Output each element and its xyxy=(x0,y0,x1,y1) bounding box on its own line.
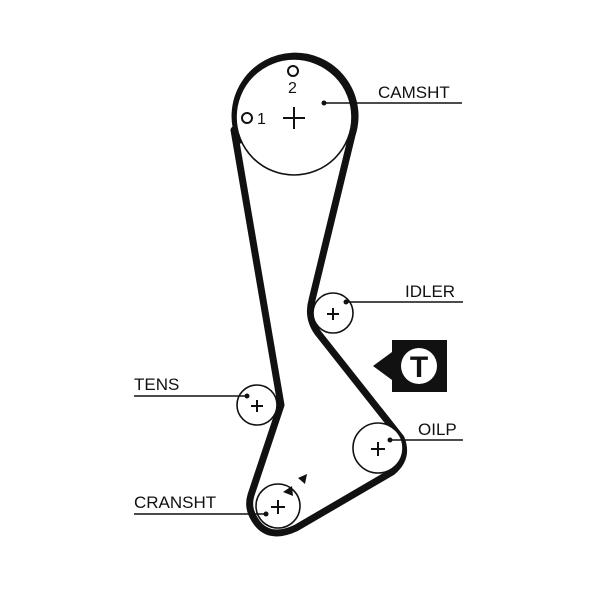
idler-callout: IDLER xyxy=(343,282,463,305)
tensioner-adjust-badge: T xyxy=(373,340,447,392)
oil-pump-label: OILP xyxy=(418,420,457,439)
camshaft-label: CAMSHT xyxy=(378,83,450,102)
idler-pulley xyxy=(312,292,354,334)
camshaft-timing-mark-top xyxy=(287,65,299,77)
crankshaft-label: CRANSHT xyxy=(134,493,216,512)
camshaft-timing-mark-left xyxy=(241,112,253,124)
tensioner-callout: TENS xyxy=(134,375,250,399)
timing-belt xyxy=(230,52,407,537)
oil-pump-pulley xyxy=(352,422,404,474)
crankshaft-callout: CRANSHT xyxy=(134,493,269,517)
badge-letter: T xyxy=(410,351,428,384)
camshaft-pulley: 2 1 xyxy=(235,58,353,176)
camshaft-mark-top-label: 2 xyxy=(288,80,297,97)
camshaft-mark-left-label: 1 xyxy=(257,111,266,128)
crankshaft-pulley xyxy=(255,474,307,529)
tensioner-label: TENS xyxy=(134,375,179,394)
oil-pump-callout: OILP xyxy=(387,420,463,443)
crankshaft-reference-mark-icon xyxy=(298,474,307,484)
idler-label: IDLER xyxy=(405,282,455,301)
camshaft-callout: CAMSHT xyxy=(321,83,462,106)
crankshaft-timing-arrow-icon xyxy=(283,486,293,496)
tensioner-pulley xyxy=(236,384,278,426)
